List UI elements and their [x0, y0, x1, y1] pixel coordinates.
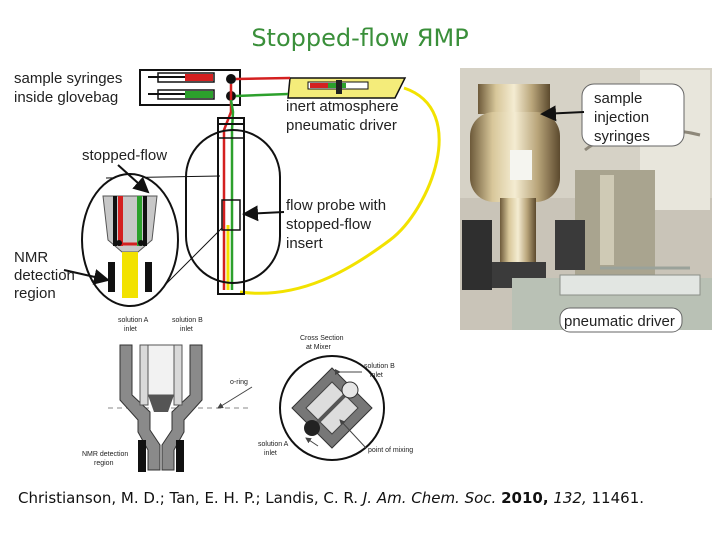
photo-callout-driver: pneumatic driver [559, 307, 683, 333]
svg-text:sample injection s: sample injection syringes [594, 90, 653, 145]
svg-text:pneumatic driver: pneumatic driver [564, 313, 675, 330]
citation-volume: 132, [553, 489, 587, 507]
label-sample-syringes: sample syringes inside glovebag [14, 70, 127, 106]
photo-callout-syringes: sample injection syringes [540, 83, 685, 147]
citation-pages: 11461. [591, 489, 645, 507]
label-nmr-region: NMR detection region [14, 249, 79, 302]
citation-authors: Christianson, M. D.; Tan, E. H. P.; Land… [18, 489, 359, 507]
label-solution-a-inlet: solution A inlet [118, 317, 150, 333]
label-cs-solution-b: solution B inlet [364, 363, 397, 379]
citation: Christianson, M. D.; Tan, E. H. P.; Land… [18, 486, 708, 511]
mixer-longitudinal [108, 344, 253, 472]
label-o-ring: o-ring [230, 379, 248, 386]
label-cross-section: Cross Section at Mixer [300, 335, 346, 351]
label-nmr-detection-region: NMR detection region [82, 451, 130, 467]
label-stopped-flow: stopped-flow [82, 147, 167, 164]
label-inert-driver: inert atmosphere pneumatic driver [286, 98, 403, 134]
label-flow-probe: flow probe with stopped-flow insert [286, 197, 390, 252]
syringe-box [139, 69, 241, 106]
tubing-lines [222, 76, 441, 295]
mixer-cross-section [279, 355, 385, 461]
citation-journal: J. Am. Chem. Soc. [362, 489, 497, 507]
slide-title: Stopped-flow ЯМР [251, 24, 469, 52]
arrow-nmr-region [63, 269, 110, 285]
citation-year: 2010, [501, 489, 549, 507]
arrow-flow-probe [242, 205, 285, 222]
arrow-stopped-flow [117, 164, 150, 194]
label-solution-b-inlet: solution B inlet [172, 317, 205, 333]
stopped-flow-inset [81, 173, 179, 307]
pneumatic-driver-schematic [287, 77, 407, 99]
label-cs-solution-a: solution A inlet [258, 441, 290, 457]
label-point-of-mixing: point of mixing [368, 447, 413, 454]
